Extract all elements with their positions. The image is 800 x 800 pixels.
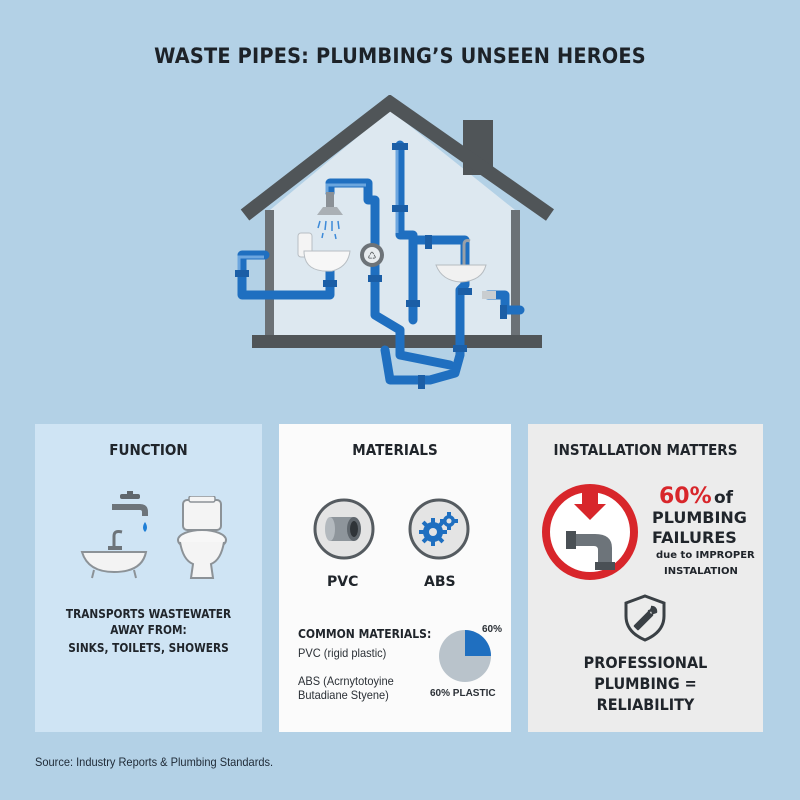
failure-line-3: due to IMPROPER <box>656 550 755 561</box>
sink-icon <box>80 530 148 579</box>
failure-line-1: PLUMBING <box>652 508 747 527</box>
faucet-icon <box>112 491 148 532</box>
failure-of-text: of <box>714 488 734 508</box>
toilet-icon <box>177 496 227 579</box>
material-pvc-line: PVC (rigid plastic) <box>298 646 387 660</box>
page-title: WASTE PIPES: PLUMBING’S UNSEEN HEROES <box>154 44 646 68</box>
shield-wrench-icon <box>624 594 666 642</box>
materials-pie-chart <box>439 630 491 682</box>
failure-percent: 60% <box>659 484 712 509</box>
professional-line-3: RELIABILITY <box>596 695 695 714</box>
function-line-3: SINKS, TOILETS, SHOWERS <box>68 641 229 655</box>
pie-bottom-label: 60% PLASTIC <box>430 688 496 699</box>
material-abs-line-2: Butadiane Styene) <box>298 688 389 702</box>
pie-top-label: 60% <box>482 624 503 635</box>
installation-card-title: INSTALLATION MATTERS <box>553 441 738 459</box>
pvc-pipe-icon <box>313 498 375 560</box>
installation-card: INSTALLATION MATTERS 60% of PLUMBING FAI… <box>528 424 763 732</box>
materials-card: MATERIALS PVC ABS COMMON MATERIALS: PVC … <box>279 424 511 732</box>
gauge-icon: ♺ <box>368 251 377 262</box>
professional-line-2: PLUMBING = <box>594 674 697 693</box>
failure-line-2: FAILURES <box>652 528 737 547</box>
materials-card-title: MATERIALS <box>352 441 438 459</box>
pie-highlight-slice <box>465 630 491 656</box>
house-plumbing-illustration: ♺ <box>235 95 555 389</box>
professional-line-1: PROFESSIONAL <box>583 653 708 672</box>
source-note: Source: Industry Reports & Plumbing Stan… <box>35 755 274 769</box>
abs-label: ABS <box>424 574 456 590</box>
function-line-1: TRANSPORTS WASTEWATER <box>65 607 232 621</box>
abs-gears-icon <box>408 498 470 560</box>
function-card: FUNCTION TRANSPORTS WASTEWATER AWAY FROM… <box>35 424 262 732</box>
warning-pipe-icon <box>542 484 638 580</box>
function-line-2: AWAY FROM: <box>110 623 187 637</box>
material-abs-line-1: ABS (Acrnytotoyine <box>298 674 394 688</box>
common-materials-title: COMMON MATERIALS: <box>298 627 432 641</box>
failure-line-4: INSTALATION <box>664 566 738 577</box>
pvc-label: PVC <box>327 574 359 590</box>
function-card-title: FUNCTION <box>109 441 188 459</box>
